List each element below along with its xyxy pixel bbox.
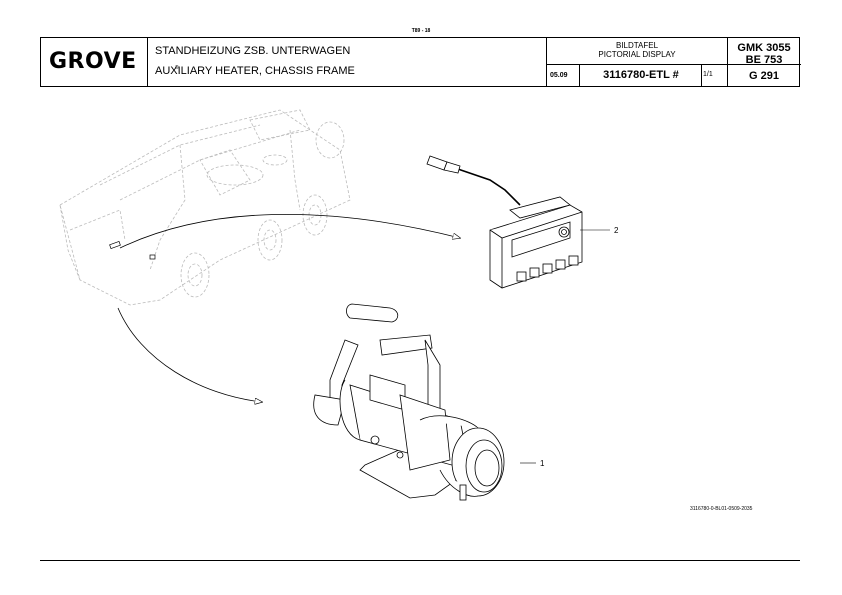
crane-wheels xyxy=(180,121,345,298)
title-german: STANDHEIZUNG ZSB. UNTERWAGEN xyxy=(155,45,351,57)
image-reference: 3116780-0-BL01-0509-2035 xyxy=(690,506,753,512)
crane-series: BE 753 xyxy=(745,54,783,66)
bottom-rule xyxy=(40,560,800,561)
arrow-to-heater xyxy=(117,307,262,402)
display-location-marker xyxy=(109,240,121,250)
auxiliary-heater xyxy=(313,303,505,501)
registered-mark: ® xyxy=(175,65,179,71)
crane-model: GMK 3055 xyxy=(737,42,791,54)
brand-name: GROVE xyxy=(49,49,137,74)
group-number: G 291 xyxy=(749,70,779,82)
page-reference: T89 - 18 xyxy=(411,28,431,34)
callout-2: 2 xyxy=(614,226,619,235)
crane-chassis-illustration xyxy=(59,109,351,306)
document-reference: 3116780-ETL # xyxy=(603,69,679,81)
plate-label-german: BILDTAFEL xyxy=(615,41,659,50)
page-count: 1/1 xyxy=(703,71,713,78)
callout-1: 1 xyxy=(540,459,545,468)
control-display-unit xyxy=(426,155,583,289)
plate-label-english: PICTORIAL DISPLAY xyxy=(598,50,676,59)
title-english: AUXILIARY HEATER, CHASSIS FRAME xyxy=(155,65,355,77)
title-block: GROVE ® STANDHEIZUNG ZSB. UNTERWAGEN AUX… xyxy=(40,37,801,87)
issue-date: 05.09 xyxy=(550,72,568,79)
arrow-to-display xyxy=(119,213,460,249)
heater-location-marker xyxy=(149,254,156,260)
grove-logo: GROVE ® xyxy=(47,49,181,75)
